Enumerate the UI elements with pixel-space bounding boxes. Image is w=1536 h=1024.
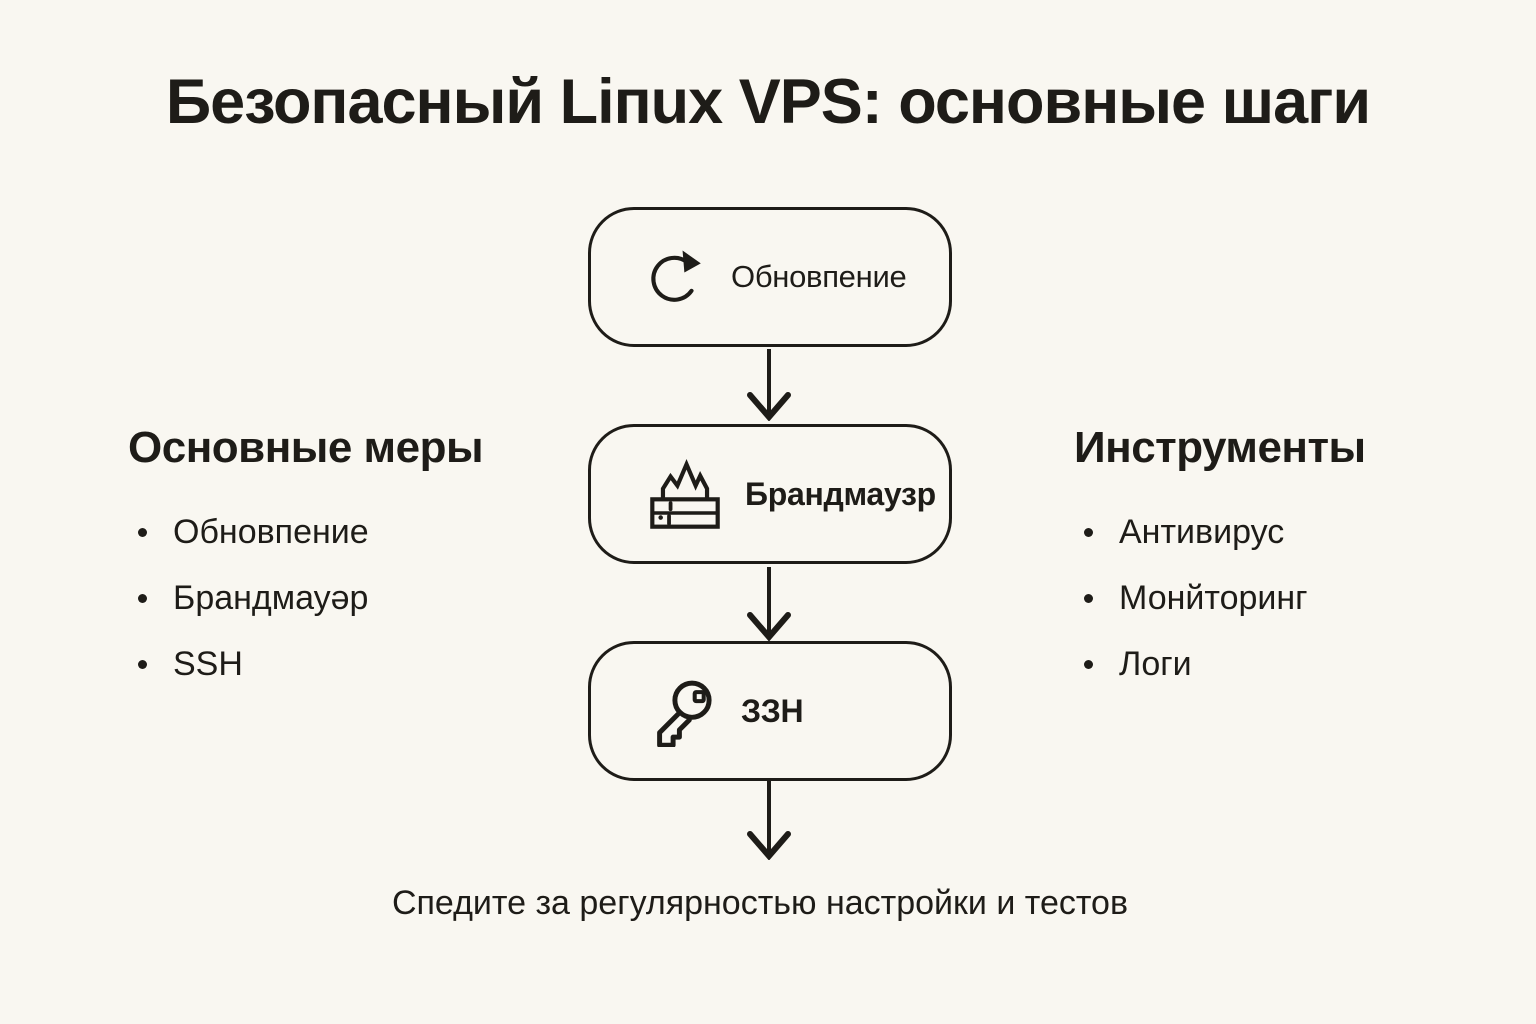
flow-step-label: Брандмаузр: [745, 475, 936, 512]
flow-step-update: Обновпение: [588, 207, 952, 347]
arrow-down-icon: [747, 567, 791, 641]
list-item: Логи: [1074, 646, 1494, 682]
right-panel-heading: Инструменты: [1074, 423, 1366, 472]
footer-caption: Спедите за регулярностью настройки и тес…: [391, 884, 1129, 922]
list-item: Брандмауəр: [128, 580, 548, 616]
left-panel-heading: Основные меры: [128, 423, 484, 472]
right-panel: Инструменты Антивирус Монйторинг Логи: [1074, 424, 1494, 712]
right-panel-list: Антивирус Монйторинг Логи: [1074, 514, 1494, 682]
list-item: Антивирус: [1074, 514, 1494, 550]
firewall-icon: [650, 459, 720, 529]
list-item: SSH: [128, 646, 548, 682]
flow-step-firewall: Брандмаузр: [588, 424, 952, 564]
page-title: Безопасный Liпux VPS: основные шаги: [165, 67, 1371, 137]
list-item: Монйторинг: [1074, 580, 1494, 616]
flow-step-label: ЗЗН: [741, 692, 804, 729]
flow-step-label: Обновпение: [731, 259, 907, 294]
left-panel-list: Обновпение Брандмауəр SSH: [128, 514, 548, 682]
arrow-down-icon: [747, 349, 791, 421]
key-icon: [657, 680, 712, 747]
refresh-icon: [651, 250, 701, 302]
arrow-down-icon: [747, 780, 791, 860]
list-item: Обновпение: [128, 514, 548, 550]
left-panel: Основные меры Обновпение Брандмауəр SSH: [128, 424, 548, 712]
flow-step-key: ЗЗН: [588, 641, 952, 781]
